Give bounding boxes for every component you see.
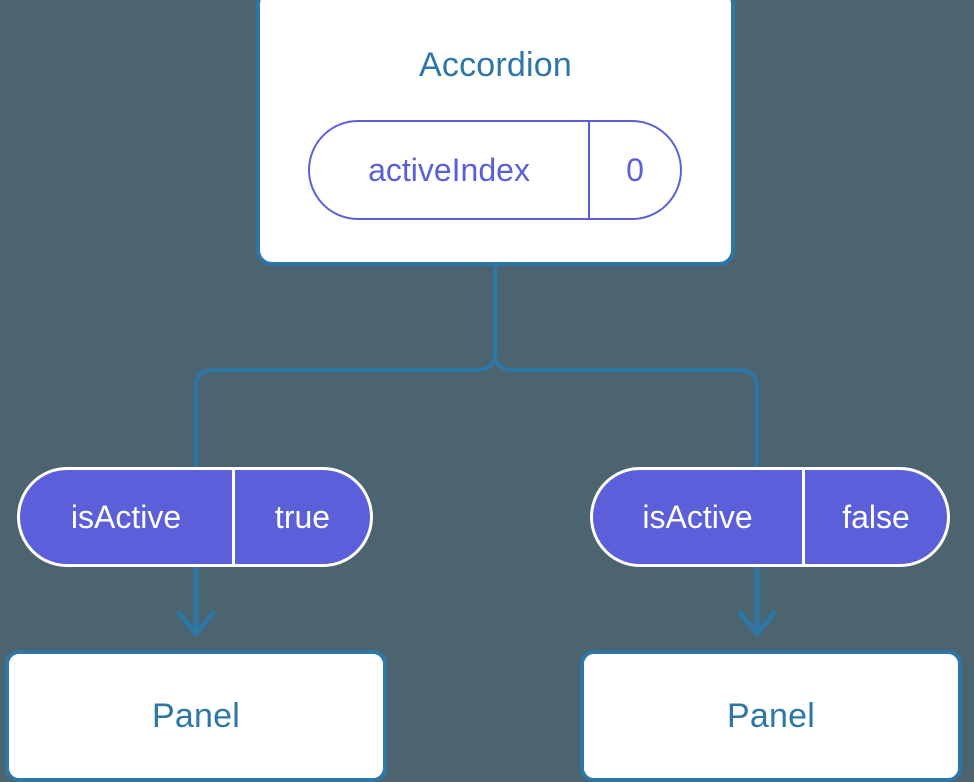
connector-to-right-pill xyxy=(493,264,759,469)
state-pill-active-index[interactable]: activeIndex 0 xyxy=(308,120,682,220)
prop-value-label: true xyxy=(274,499,331,535)
state-value-label: 0 xyxy=(626,152,644,188)
panel-component-card-left[interactable]: Panel xyxy=(5,650,387,782)
prop-value-label: false xyxy=(842,499,910,535)
panel-component-card-right[interactable]: Panel xyxy=(580,650,962,782)
prop-pill-is-active-false[interactable]: isActive false xyxy=(590,467,950,567)
prop-pill-is-active-true[interactable]: isActive true xyxy=(17,467,373,567)
connector-to-left-pill xyxy=(194,264,497,469)
state-key-label: activeIndex xyxy=(310,122,590,218)
arrow-right-pill-to-panel xyxy=(737,565,777,637)
prop-key-label: isActive xyxy=(593,470,805,564)
panel-title: Panel xyxy=(152,697,240,735)
accordion-title: Accordion xyxy=(419,46,572,84)
arrow-left-pill-to-panel xyxy=(176,565,216,637)
prop-key-label: isActive xyxy=(20,470,235,564)
panel-title: Panel xyxy=(727,697,815,735)
